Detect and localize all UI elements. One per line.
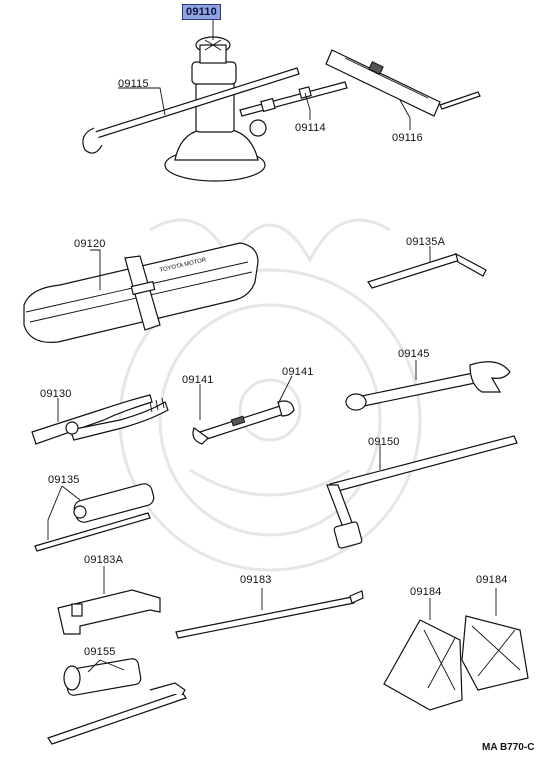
part-label-09115[interactable]: 09115 — [118, 78, 149, 90]
part-label-09183[interactable]: 09183 — [240, 574, 272, 586]
watermark-emblem — [118, 218, 422, 572]
jack-handle-hook-part[interactable] — [82, 67, 300, 154]
part-label-09116[interactable]: 09116 — [392, 132, 423, 144]
jack-handle-part[interactable] — [325, 49, 481, 117]
part-label-09183A[interactable]: 09183A — [84, 554, 124, 566]
part-label-09155[interactable]: 09155 — [84, 646, 116, 658]
part-label-09120[interactable]: 09120 — [74, 238, 106, 250]
part-label-09135A[interactable]: 09135A — [406, 236, 446, 248]
socket-wrench-part[interactable] — [47, 658, 187, 745]
part-label-09141-left[interactable]: 09141 — [182, 374, 214, 386]
part-label-09114[interactable]: 09114 — [295, 122, 326, 134]
part-label-09184-right[interactable]: 09184 — [476, 574, 508, 586]
lug-wrench-part[interactable] — [326, 435, 518, 549]
bracket-part[interactable] — [57, 589, 161, 635]
drawing-code: MA B770-C — [482, 742, 535, 753]
screwdriver-part[interactable] — [34, 482, 155, 552]
tool-bag-part[interactable]: TOYOTA MOTOR — [23, 242, 259, 343]
wheel-chock-left-part[interactable] — [383, 619, 463, 711]
part-label-09135[interactable]: 09135 — [48, 474, 80, 486]
screwdriver-a-part[interactable] — [367, 252, 487, 289]
pliers-part[interactable] — [31, 394, 169, 445]
part-label-09145[interactable]: 09145 — [398, 348, 430, 360]
part-label-09130[interactable]: 09130 — [40, 388, 72, 400]
part-label-09150[interactable]: 09150 — [368, 436, 400, 448]
part-label-09141-right[interactable]: 09141 — [282, 366, 314, 378]
adjustable-wrench-part[interactable] — [345, 361, 511, 411]
part-label-09184-left[interactable]: 09184 — [410, 586, 442, 598]
part-label-09110[interactable]: 09110 — [182, 4, 221, 20]
leader-lines — [47, 20, 497, 673]
wheel-chock-right-part[interactable] — [461, 615, 529, 691]
rod-part[interactable] — [175, 590, 364, 639]
double-wrench-part[interactable] — [192, 400, 295, 445]
